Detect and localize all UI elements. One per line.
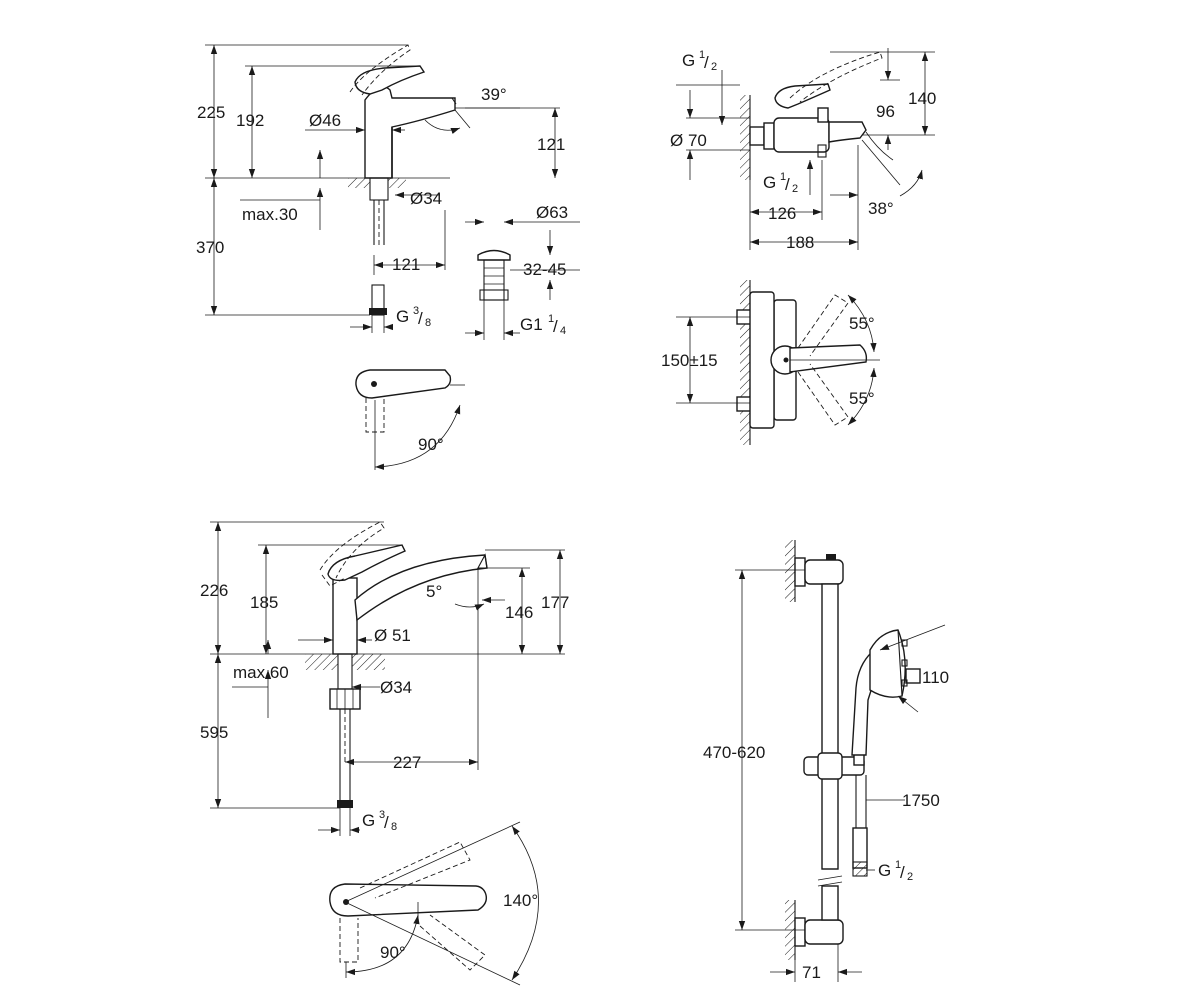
dim-rail-range: 470-620: [703, 743, 765, 762]
sink-mixer-body: [319, 521, 488, 655]
dim-projection: 121: [392, 255, 420, 274]
svg-text:1: 1: [895, 859, 901, 871]
square-size-icon: [905, 668, 921, 684]
thread-g12-hose: G 1 / 2: [878, 859, 913, 883]
thread-g12-inlet: G 1 / 2: [682, 49, 717, 73]
dim-handle-height: 192: [236, 111, 264, 130]
basin-labels: 225 192 39° Ø46 121 Ø34 max.30 370 121 Ø…: [196, 85, 568, 454]
dim-max-deck: max.30: [242, 205, 298, 224]
dim-waste-range: 32-45: [523, 260, 566, 279]
basin-tap-body: [349, 44, 457, 179]
sink-mixer-view: 226 185 5° 146 177 Ø 51 max.60 Ø34 595 2…: [200, 521, 569, 986]
svg-text:1: 1: [548, 313, 554, 325]
dim-depth-126: 126: [768, 204, 796, 223]
dim-below-deck: 370: [196, 238, 224, 257]
svg-text:G: G: [878, 861, 891, 880]
svg-text:2: 2: [711, 61, 717, 73]
basin-lever-top-view: [355, 369, 465, 470]
dim-hole-diameter: Ø34: [410, 189, 442, 208]
svg-text:/: /: [553, 317, 558, 336]
thread-g38-sink: G 3 / 8: [362, 809, 397, 833]
thread-g12-outlet: G 1 / 2: [763, 171, 798, 195]
bath-mixer-body: [749, 51, 883, 158]
dim-centres: 150±15: [661, 351, 718, 370]
dim-lever-down: 55°: [849, 389, 875, 408]
svg-text:G: G: [763, 173, 776, 192]
dim-hole-diameter: Ø34: [380, 678, 412, 697]
dim-lever-up: 55°: [849, 314, 875, 333]
shower-slider: [803, 752, 865, 780]
bath-labels: G 1 / 2 140 96 Ø 70 G 1 / 2 126 188 38° …: [661, 49, 936, 408]
thread-g38-basin: G 3 / 8: [396, 305, 431, 329]
shower-rail: [817, 583, 843, 921]
basin-tap-view: 225 192 39° Ø46 121 Ø34 max.30 370 121 Ø…: [196, 44, 580, 470]
svg-text:4: 4: [560, 325, 566, 337]
dim-spout-height: 121: [537, 135, 565, 154]
thread-waste: G1 1 / 4: [520, 313, 566, 337]
dim-height-140: 140: [908, 89, 936, 108]
basin-dimensions: [205, 44, 580, 340]
dim-spout-height: 177: [541, 593, 569, 612]
dim-wall-offset: 71: [802, 963, 821, 982]
svg-text:/: /: [900, 863, 905, 882]
svg-text:/: /: [384, 813, 389, 832]
sink-labels: 226 185 5° 146 177 Ø 51 max.60 Ø34 595 2…: [200, 581, 569, 962]
bath-front-view: [676, 280, 880, 445]
basin-waste: [477, 249, 511, 301]
dim-depth-188: 188: [786, 233, 814, 252]
sink-lever-top-view: [329, 821, 539, 986]
dim-height-96: 96: [876, 102, 895, 121]
shower-handshower: [851, 629, 908, 756]
svg-text:/: /: [704, 53, 709, 72]
sink-dimensions: [210, 521, 565, 836]
shower-hose: [852, 775, 868, 877]
dim-rotation: 90°: [418, 435, 444, 454]
dim-below-deck: 595: [200, 723, 228, 742]
svg-text:8: 8: [391, 821, 397, 833]
dim-body-diameter: Ø46: [309, 111, 341, 130]
dim-projection: 227: [393, 753, 421, 772]
svg-text:/: /: [785, 175, 790, 194]
bath-wall: [740, 95, 751, 180]
shower-set-view: 470-620 110 1750 G 1 / 2 71: [703, 540, 949, 982]
dim-total-height: 226: [200, 581, 228, 600]
dim-spout-angle: 39°: [481, 85, 507, 104]
dim-max-deck: max.60: [233, 663, 289, 682]
svg-text:3: 3: [379, 809, 385, 821]
svg-text:2: 2: [792, 183, 798, 195]
dim-handle-height: 185: [250, 593, 278, 612]
basin-deck: [348, 177, 406, 316]
bath-mixer-view: G 1 / 2 140 96 Ø 70 G 1 / 2 126 188 38° …: [661, 48, 936, 445]
dim-swivel: 140°: [503, 891, 538, 910]
svg-text:2: 2: [907, 871, 913, 883]
dim-spout-angle: 5°: [426, 582, 442, 601]
svg-text:G: G: [396, 307, 409, 326]
dim-body-diameter: Ø 51: [374, 626, 411, 645]
bath-dimensions: [676, 48, 935, 250]
svg-text:1: 1: [780, 171, 786, 183]
dim-rotation: 90°: [380, 943, 406, 962]
svg-text:G1: G1: [520, 315, 543, 334]
svg-text:G: G: [682, 51, 695, 70]
svg-text:8: 8: [425, 317, 431, 329]
dim-hose-length: 1750: [902, 791, 940, 810]
shower-labels: 470-620 110 1750 G 1 / 2 71: [703, 668, 949, 982]
dim-head-size: 110: [922, 668, 949, 687]
dim-inlet-diameter: Ø 70: [670, 131, 707, 150]
sink-deck: [305, 653, 385, 808]
svg-text:3: 3: [413, 305, 419, 317]
shower-dimensions: [735, 569, 946, 982]
dim-spout-angle-38: 38°: [868, 199, 894, 218]
svg-text:G: G: [362, 811, 375, 830]
svg-text:1: 1: [699, 49, 705, 61]
dim-total-height: 225: [197, 103, 225, 122]
dim-outlet-height: 146: [505, 603, 533, 622]
svg-text:/: /: [418, 309, 423, 328]
dim-waste-diameter: Ø63: [536, 203, 568, 222]
